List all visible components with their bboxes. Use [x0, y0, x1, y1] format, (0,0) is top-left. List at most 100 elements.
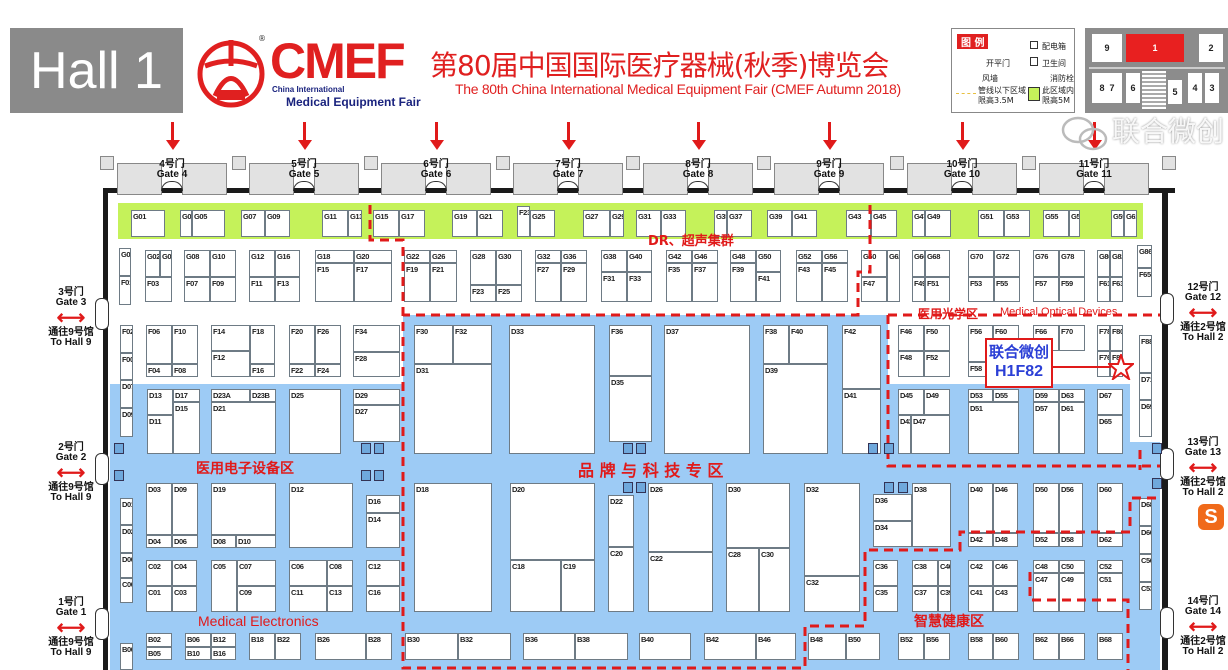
- booth-g45[interactable]: G45: [871, 210, 897, 237]
- booth-f46[interactable]: F46: [898, 325, 924, 351]
- booth-d11[interactable]: D11: [147, 415, 173, 454]
- booth-d04[interactable]: D04: [146, 535, 172, 548]
- booth-d51[interactable]: D51: [968, 402, 1019, 454]
- booth-g28[interactable]: G28: [470, 250, 496, 285]
- booth-d46[interactable]: D46: [993, 483, 1018, 533]
- booth-d09[interactable]: D09: [172, 483, 198, 535]
- booth-d56[interactable]: D56: [1059, 483, 1083, 533]
- booth-d68[interactable]: D68: [1139, 498, 1152, 526]
- booth-f52[interactable]: F52: [924, 351, 950, 377]
- booth-f13[interactable]: F13: [275, 277, 300, 302]
- booth-b02[interactable]: B02: [146, 633, 172, 647]
- booth-c16[interactable]: C16: [366, 586, 400, 612]
- booth-d21[interactable]: D21: [211, 402, 276, 454]
- booth-d69[interactable]: D69: [1139, 400, 1152, 437]
- booth-g39[interactable]: G39: [767, 210, 792, 237]
- booth-g46[interactable]: G46: [692, 250, 718, 263]
- booth-f22[interactable]: F22: [289, 364, 315, 377]
- booth-d20[interactable]: D20: [510, 483, 595, 560]
- booth-d40[interactable]: D40: [968, 483, 993, 533]
- booth-f23[interactable]: F23: [470, 285, 496, 302]
- booth-d55[interactable]: D55: [993, 389, 1019, 402]
- booth-d37[interactable]: D37: [664, 325, 750, 454]
- booth-d39[interactable]: D39: [763, 364, 828, 454]
- booth-f12[interactable]: F12: [211, 351, 250, 377]
- booth-b38[interactable]: B38: [575, 633, 628, 660]
- booth-b60[interactable]: B60: [993, 633, 1019, 660]
- booth-f00[interactable]: F00: [120, 353, 133, 380]
- booth-c39[interactable]: C39: [938, 586, 951, 612]
- booth-f27[interactable]: F27: [535, 263, 561, 302]
- booth-d63[interactable]: D63: [1059, 389, 1085, 402]
- booth-f23[interactable]: F23: [517, 206, 530, 237]
- minimap-hall-4[interactable]: 4: [1188, 73, 1202, 103]
- booth-f01[interactable]: F01: [119, 276, 131, 305]
- booth-c43[interactable]: C43: [993, 586, 1018, 612]
- booth-g17[interactable]: G17: [399, 210, 425, 237]
- booth-g51[interactable]: G51: [978, 210, 1004, 237]
- booth-d38[interactable]: D38: [912, 483, 951, 547]
- booth-c48[interactable]: C48: [1033, 560, 1059, 573]
- booth-g82[interactable]: G82: [1110, 250, 1123, 277]
- booth-f34[interactable]: F34: [353, 325, 400, 352]
- booth-g42[interactable]: G42: [666, 250, 692, 263]
- booth-f18[interactable]: F18: [250, 325, 275, 364]
- booth-d19[interactable]: D19: [211, 483, 276, 535]
- booth-b50[interactable]: B50: [846, 633, 880, 660]
- booth-d42[interactable]: D42: [968, 533, 993, 547]
- booth-g07[interactable]: G07: [241, 210, 265, 237]
- booth-g37[interactable]: G37: [727, 210, 752, 237]
- minimap-hall-5[interactable]: 5: [1168, 80, 1182, 104]
- booth-g61[interactable]: G61: [1124, 210, 1137, 237]
- booth-g19[interactable]: G19: [452, 210, 477, 237]
- minimap-hall-6[interactable]: 6: [1126, 73, 1140, 103]
- booth-f39[interactable]: F39: [730, 263, 756, 302]
- booth-c32[interactable]: C32: [804, 576, 860, 612]
- booth-d34[interactable]: D34: [873, 521, 912, 547]
- booth-c22[interactable]: C22: [648, 552, 713, 612]
- booth-g22[interactable]: G22: [404, 250, 430, 263]
- booth-f57[interactable]: F57: [1033, 277, 1059, 302]
- booth-f07[interactable]: F07: [184, 277, 210, 302]
- booth-f21[interactable]: F21: [430, 263, 457, 302]
- booth-c38[interactable]: C38: [912, 560, 938, 586]
- booth-g86[interactable]: G86: [1137, 245, 1152, 268]
- booth-d57[interactable]: D57: [1033, 402, 1059, 454]
- booth-g80[interactable]: G80: [1097, 250, 1110, 277]
- booth-g31[interactable]: G31: [636, 210, 661, 237]
- booth-g53[interactable]: G53: [1004, 210, 1030, 237]
- booth-g20[interactable]: G20: [354, 250, 392, 263]
- booth-g29[interactable]: G29: [610, 210, 624, 237]
- booth-g78[interactable]: G78: [1059, 250, 1085, 277]
- booth-c20[interactable]: C20: [608, 547, 634, 612]
- booth-f88[interactable]: F88: [1139, 335, 1152, 373]
- booth-g16[interactable]: G16: [275, 250, 300, 277]
- booth-g02[interactable]: G02: [145, 250, 160, 277]
- booth-g13[interactable]: G13: [348, 210, 362, 237]
- booth-g27[interactable]: G27: [583, 210, 610, 237]
- booth-f26[interactable]: F26: [315, 325, 341, 364]
- booth-f17[interactable]: F17: [354, 263, 392, 302]
- booth-f51[interactable]: F51: [925, 277, 950, 302]
- booth-g43[interactable]: G43: [846, 210, 871, 237]
- booth-d31[interactable]: D31: [414, 364, 492, 454]
- booth-g57[interactable]: G57: [1069, 210, 1080, 237]
- booth-d33[interactable]: D33: [509, 325, 595, 454]
- booth-g00[interactable]: G00: [119, 248, 131, 276]
- booth-f40[interactable]: F40: [789, 325, 828, 364]
- booth-b12[interactable]: B12: [211, 633, 236, 647]
- booth-d61[interactable]: D61: [1059, 402, 1085, 454]
- booth-f29[interactable]: F29: [561, 263, 587, 302]
- booth-f49[interactable]: F49: [912, 277, 925, 302]
- booth-b42[interactable]: B42: [704, 633, 756, 660]
- booth-f37[interactable]: F37: [692, 263, 718, 302]
- booth-d09[interactable]: D09: [120, 408, 133, 437]
- booth-f06[interactable]: F06: [146, 325, 172, 364]
- booth-g21[interactable]: G21: [477, 210, 503, 237]
- booth-b46[interactable]: B46: [756, 633, 796, 660]
- booth-d26[interactable]: D26: [648, 483, 713, 552]
- booth-f24[interactable]: F24: [315, 364, 341, 377]
- booth-b22[interactable]: B22: [275, 633, 301, 660]
